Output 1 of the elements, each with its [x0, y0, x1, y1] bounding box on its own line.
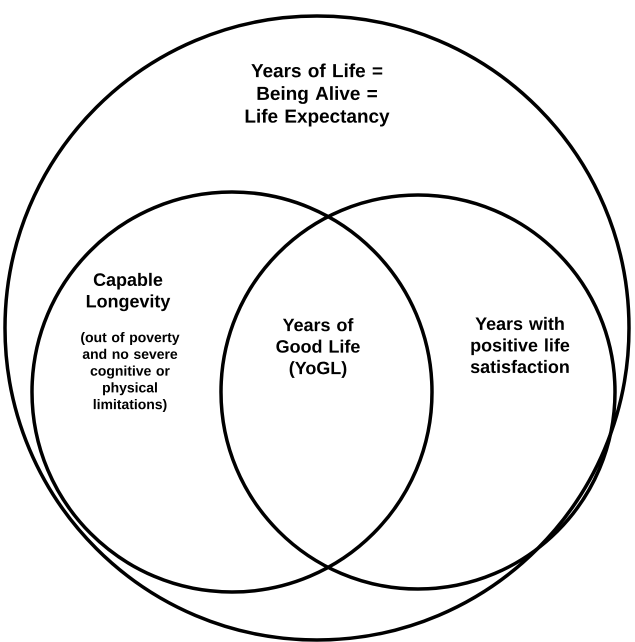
- label-text: Years of Good Life (YoGL): [276, 318, 360, 378]
